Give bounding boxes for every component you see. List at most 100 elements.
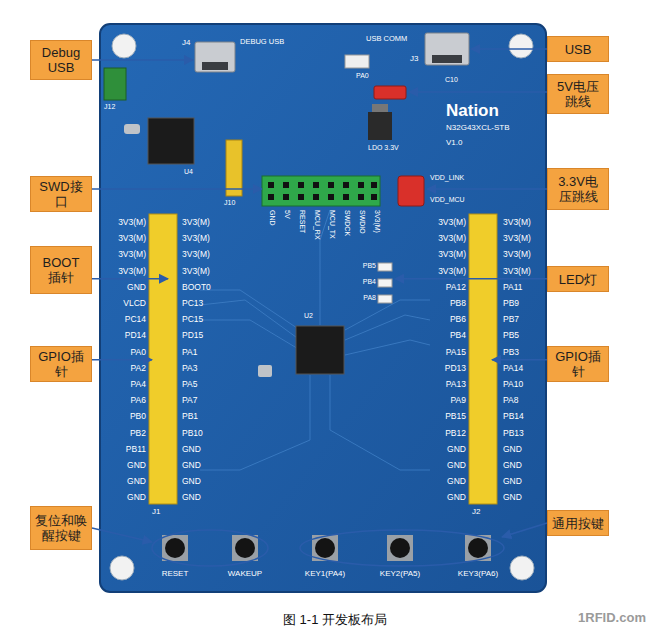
gpio-pin-label: PA3 (182, 363, 197, 373)
gpio-pin-label: GND (127, 282, 146, 292)
silkscreen-label: PB5 (363, 262, 376, 270)
callout-text: SWD接口 (35, 179, 87, 209)
silkscreen-label: KEY2(PA5) (380, 569, 420, 579)
silkscreen-label: J10 (224, 199, 235, 207)
header-pin-label: MCU_RX (313, 210, 321, 240)
silkscreen-label: J1 (152, 507, 160, 517)
gpio-pin-label: GND (503, 444, 522, 454)
gpio-pin-label: PB3 (503, 347, 519, 357)
gpio-pin-label: 3V3(M) (118, 249, 146, 259)
header-pin-label: SWDCK (343, 210, 351, 236)
gpio-pin-label: GND (503, 460, 522, 470)
gpio-pin-label: 3V3(M) (118, 217, 146, 227)
gpio-pin-label: GND (127, 492, 146, 502)
callout-text: 5V电压跳线 (552, 79, 604, 109)
gpio-pin-label: PA6 (131, 395, 146, 405)
header-pin-label: 5V (283, 210, 291, 219)
gpio-pin-label: PB10 (182, 428, 203, 438)
gpio-pin-label: PA0 (131, 347, 146, 357)
gpio-pin-label: GND (182, 476, 201, 486)
callout-text: BOOT 插针 (35, 255, 87, 285)
callout-box: SWD接口 (30, 176, 92, 212)
callout-box: GPIO插针 (547, 346, 609, 382)
gpio-pin-label: PB13 (503, 428, 524, 438)
figure-caption: 图 1-1 开发板布局 (283, 612, 387, 628)
gpio-pin-label: PC14 (125, 314, 146, 324)
silkscreen-label: KEY3(PA6) (458, 569, 498, 579)
callout-text: USB (565, 42, 592, 57)
gpio-pin-label: PB11 (126, 444, 146, 454)
gpio-pin-label: GND (447, 492, 466, 502)
callout-box: BOOT 插针 (30, 246, 92, 294)
callout-text: GPIO插针 (35, 349, 87, 379)
silkscreen-label: WAKEUP (228, 569, 262, 579)
callout-box: USB (547, 36, 609, 62)
gpio-pin-label: 3V3(M) (182, 266, 210, 276)
gpio-pin-label: PB2 (130, 428, 146, 438)
silkscreen-label: PB4 (363, 278, 376, 286)
gpio-pin-label: PB0 (130, 411, 146, 421)
gpio-pin-label: GND (182, 460, 201, 470)
header-pin-label: 3V3(M) (373, 210, 381, 233)
silkscreen-label: N32G43XCL-STB (446, 123, 510, 133)
gpio-pin-label: PA7 (182, 395, 197, 405)
silkscreen-label: LDO 3.3V (368, 144, 399, 152)
silkscreen-label: VDD_MCU (430, 196, 465, 204)
gpio-pin-label: PA9 (451, 395, 466, 405)
header-pin-label: RESET (298, 210, 306, 233)
gpio-pin-label: 3V3(M) (438, 266, 466, 276)
gpio-pin-label: PA1 (182, 347, 197, 357)
gpio-pin-label: PD13 (445, 363, 466, 373)
silkscreen-label: USB COMM (366, 34, 407, 43)
gpio-pin-label: 3V3(M) (182, 249, 210, 259)
gpio-pin-label: PD15 (182, 330, 203, 340)
callout-text: 复位和唤醒按键 (35, 513, 87, 543)
gpio-pin-label: 3V3(M) (182, 233, 210, 243)
gpio-pin-label: PD14 (125, 330, 146, 340)
gpio-pin-label: PA13 (446, 379, 466, 389)
header-pin-label: SWDIO (358, 210, 366, 234)
callout-box: LED灯 (547, 266, 609, 292)
gpio-pin-label: PA4 (131, 379, 146, 389)
gpio-pin-label: PA11 (503, 282, 523, 292)
gpio-pin-label: GND (127, 476, 146, 486)
gpio-pin-label: PB5 (503, 330, 519, 340)
gpio-pin-label: GND (182, 444, 201, 454)
gpio-pin-label: GND (182, 492, 201, 502)
silkscreen-label: J3 (410, 54, 418, 64)
silkscreen-label: PA0 (356, 72, 369, 80)
gpio-pin-label: 3V3(M) (438, 217, 466, 227)
gpio-pin-label: PA15 (446, 347, 466, 357)
gpio-pin-label: 3V3(M) (118, 266, 146, 276)
callout-box: 5V电压跳线 (547, 74, 609, 114)
header-pin-label: GND (268, 210, 276, 226)
gpio-pin-label: PC13 (182, 298, 203, 308)
gpio-pin-label: PA2 (131, 363, 146, 373)
gpio-pin-label: PB4 (450, 330, 466, 340)
silkscreen-label: U2 (304, 312, 313, 320)
gpio-pin-label: 3V3(M) (503, 266, 531, 276)
callout-text: 3.3V电压跳线 (552, 174, 604, 204)
silkscreen-label: Nation (446, 101, 499, 121)
silkscreen-label: V1.0 (446, 138, 462, 148)
callout-box: GPIO插针 (30, 346, 92, 382)
gpio-pin-label: PA8 (503, 395, 518, 405)
gpio-pin-label: PB15 (445, 411, 466, 421)
gpio-pin-label: BOOT0 (182, 282, 211, 292)
silkscreen-label: DEBUG USB (240, 37, 284, 46)
silkscreen-label: VDD_LINK (430, 174, 464, 182)
gpio-pin-label: PA12 (446, 282, 466, 292)
gpio-pin-label: PB12 (445, 428, 466, 438)
silkscreen-label: PA8 (363, 294, 376, 302)
callout-text: GPIO插针 (552, 349, 604, 379)
gpio-pin-label: PB8 (450, 298, 466, 308)
gpio-pin-label: GND (503, 476, 522, 486)
silkscreen-label: U4 (184, 168, 193, 176)
gpio-pin-label: PA14 (503, 363, 523, 373)
callout-text: LED灯 (559, 272, 597, 287)
gpio-pin-label: PB9 (503, 298, 519, 308)
gpio-pin-label: 3V3(M) (118, 233, 146, 243)
silkscreen-label: J12 (104, 103, 115, 111)
callout-text: 通用按键 (552, 516, 604, 531)
